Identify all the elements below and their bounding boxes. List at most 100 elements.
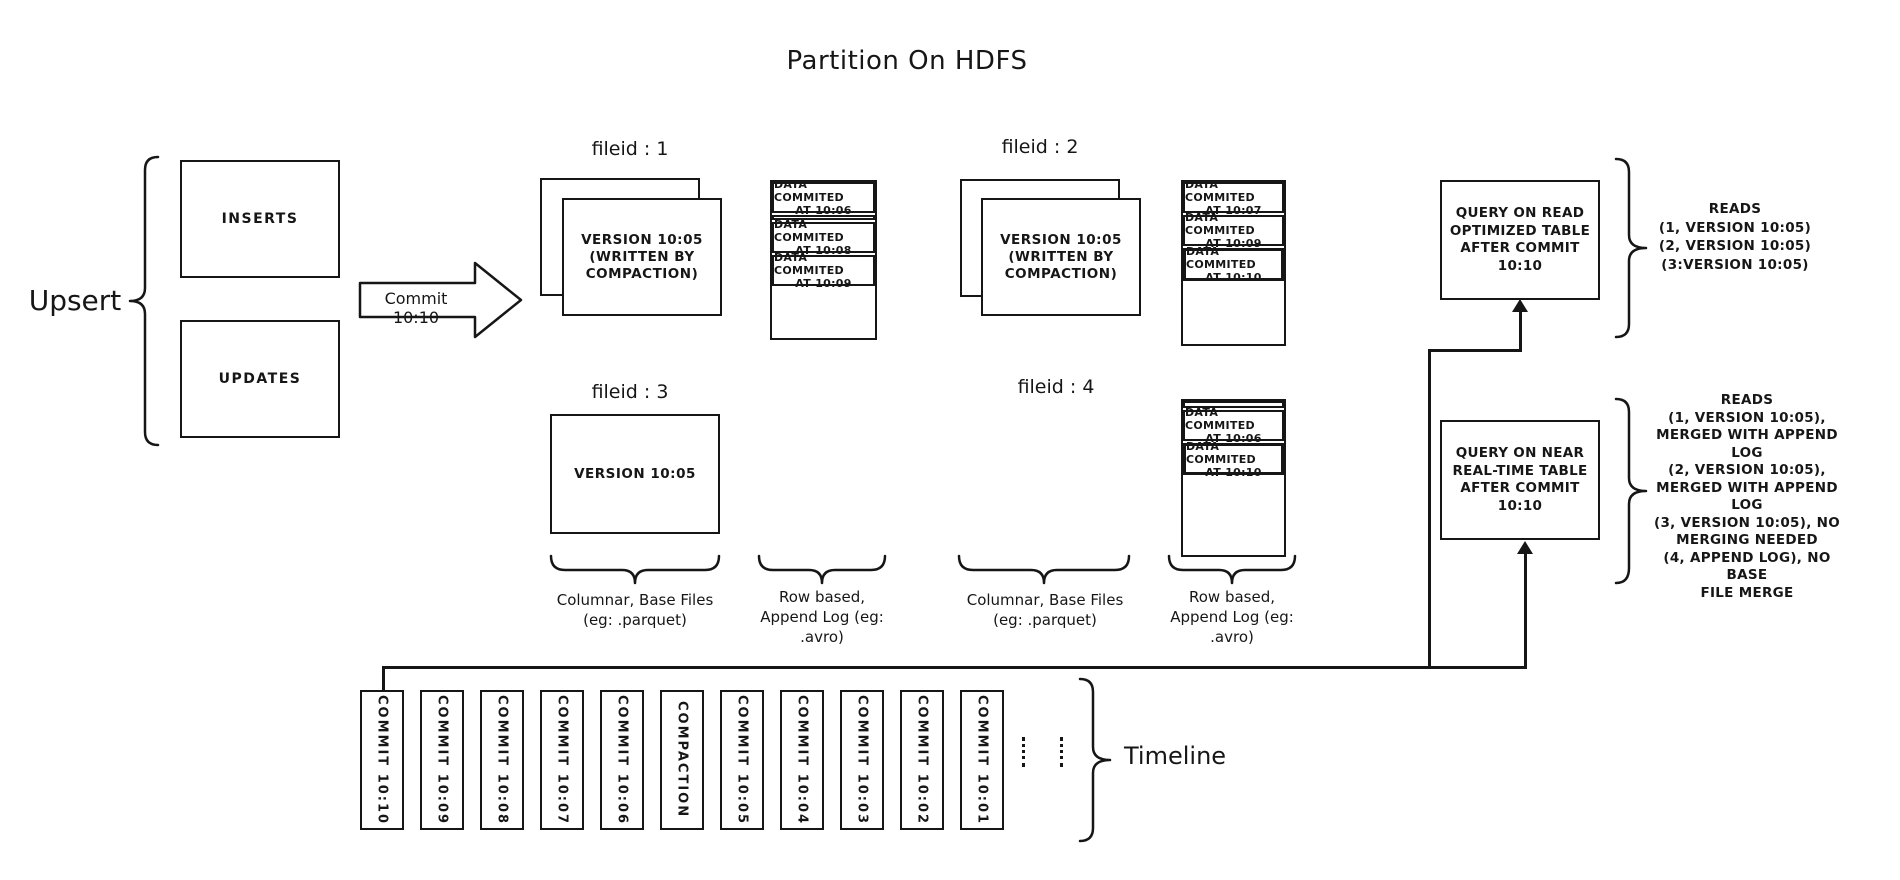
log-cell: DATA COMMITED AT 10:06 xyxy=(1183,406,1284,445)
ellipsis-dots-icon xyxy=(1060,737,1063,767)
log-cell-text: AT 10:08 xyxy=(795,244,852,257)
timeline-compaction-label: COMPACTION xyxy=(674,701,690,819)
caption-line: Row based, xyxy=(778,588,865,606)
reads-line: (4, APPEND LOG), NO BASE xyxy=(1663,549,1831,584)
reads-near-real-time-annotation: READS (1, VERSION 10:05), MERGED WITH AP… xyxy=(1642,392,1852,602)
append-log-caption: Row based, Append Log (eg: .avro) xyxy=(1142,587,1322,647)
query-box-line: AFTER COMMIT xyxy=(1460,240,1580,256)
connector-line xyxy=(1524,552,1527,669)
timeline-commit-box: COMMIT 10:10 xyxy=(360,690,404,830)
timeline-commit-label: COMMIT 10:02 xyxy=(914,694,930,826)
file1-text-line: VERSION 10:05 xyxy=(581,231,703,248)
file1-base-file-box: VERSION 10:05 (WRITTEN BY COMPACTION) xyxy=(562,198,722,316)
arrow-up-icon xyxy=(1517,541,1533,554)
underbrace-icon xyxy=(549,554,721,585)
query-read-optimized-box: QUERY ON READ OPTIMIZED TABLE AFTER COMM… xyxy=(1440,180,1600,300)
timeline-curly-brace-icon xyxy=(1078,677,1112,843)
updates-box: UPDATES xyxy=(180,320,340,438)
updates-label: UPDATES xyxy=(218,371,302,387)
file1-append-log-box: DATA COMMITED AT 10:06 DATA COMMITED AT … xyxy=(770,178,877,340)
connector-line xyxy=(382,666,385,692)
caption-line: Append Log (eg: xyxy=(760,608,884,626)
timeline-commit-box: COMMIT 10:05 xyxy=(720,690,764,830)
caption-line: (eg: .parquet) xyxy=(583,611,687,629)
reads-line: MERGED WITH APPEND LOG xyxy=(1656,479,1838,514)
caption-line: Append Log (eg: xyxy=(1170,608,1294,626)
log-cell-text: AT 10:06 xyxy=(795,204,852,217)
query-box-line: OPTIMIZED TABLE xyxy=(1449,222,1591,239)
append-log-caption: Row based, Append Log (eg: .avro) xyxy=(732,587,912,647)
timeline-commit-box: COMMIT 10:02 xyxy=(900,690,944,830)
timeline-commit-label: COMMIT 10:03 xyxy=(854,694,870,826)
connector-line xyxy=(1519,310,1522,352)
log-cell: DATA COMMITED AT 10:08 xyxy=(772,218,875,257)
file2-text-line: VERSION 10:05 xyxy=(1000,231,1122,248)
query-box-line: QUERY ON READ xyxy=(1455,205,1585,221)
inserts-label: INSERTS xyxy=(221,211,299,227)
timeline-commit-box: COMMIT 10:01 xyxy=(960,690,1004,830)
file2-append-log-box: DATA COMMITED AT 10:07 DATA COMMITED AT … xyxy=(1181,178,1286,346)
fileid-1-label: fileid : 1 xyxy=(591,138,669,160)
timeline-commit-label: COMMIT 10:04 xyxy=(794,694,810,826)
underbrace-icon xyxy=(957,554,1131,585)
fileid-2-label: fileid : 2 xyxy=(1001,136,1079,158)
underbrace-icon xyxy=(1167,554,1297,585)
commit-arrow-label: Commit 10:10 xyxy=(384,289,448,327)
reads-line: (2, VERSION 10:05), xyxy=(1668,462,1826,478)
reads-optimized-annotation: READS (1, VERSION 10:05) (2, VERSION 10:… xyxy=(1635,200,1835,274)
timeline-commit-label: COMMIT 10:10 xyxy=(374,694,390,826)
timeline-compaction-box: COMPACTION xyxy=(660,690,704,830)
log-cell: DATA COMMITED AT 10:10 xyxy=(1183,245,1284,284)
reads-line: (1, VERSION 10:05), xyxy=(1668,409,1826,426)
caption-line: Columnar, Base Files xyxy=(556,591,714,609)
log-cell-text: DATA COMMITED xyxy=(774,178,844,204)
caption-line: .avro) xyxy=(1210,628,1254,646)
log-divider-strip xyxy=(1183,401,1284,408)
upsert-label: Upsert xyxy=(28,284,122,317)
reads-line: MERGED WITH APPEND LOG xyxy=(1656,427,1838,461)
reads-line: FILE MERGE xyxy=(1700,584,1794,601)
log-cell: DATA COMMITED AT 10:09 xyxy=(772,251,875,290)
query-box-line: QUERY ON NEAR xyxy=(1455,445,1585,461)
file1-text-line: COMPACTION) xyxy=(585,265,699,282)
log-cell-text: DATA COMMITED xyxy=(1186,439,1256,466)
log-cell-text: AT 10:10 xyxy=(1205,271,1262,284)
timeline-commit-box: COMMIT 10:06 xyxy=(600,690,644,830)
reads-line: (3, VERSION 10:05), NO xyxy=(1653,514,1841,531)
log-cell: DATA COMMITED AT 10:07 xyxy=(1183,178,1284,217)
file2-base-file-box: VERSION 10:05 (WRITTEN BY COMPACTION) xyxy=(981,198,1141,316)
query-near-real-time-box: QUERY ON NEAR REAL-TIME TABLE AFTER COMM… xyxy=(1440,420,1600,540)
timeline-commit-box: COMMIT 10:04 xyxy=(780,690,824,830)
reads-line: READS xyxy=(1720,392,1774,408)
reads-line: (2, VERSION 10:05) xyxy=(1658,238,1812,254)
query-box-line: 10:10 xyxy=(1497,257,1543,274)
timeline-commit-label: COMMIT 10:07 xyxy=(554,694,570,826)
connector-line xyxy=(382,666,1527,669)
reads-line: READS xyxy=(1708,201,1762,217)
underbrace-icon xyxy=(757,554,887,585)
timeline-commit-label: COMMIT 10:09 xyxy=(434,694,450,826)
timeline-commit-box: COMMIT 10:08 xyxy=(480,690,524,830)
base-files-caption: Columnar, Base Files (eg: .parquet) xyxy=(950,590,1140,630)
reads-line: (3:VERSION 10:05) xyxy=(1661,256,1809,273)
log-cell-text: DATA COMMITED xyxy=(1185,406,1255,432)
file2-text-line: COMPACTION) xyxy=(1004,265,1118,282)
ellipsis-dots-icon xyxy=(1022,737,1025,767)
page-title: Partition On HDFS xyxy=(786,46,1028,76)
timeline-commit-box: COMMIT 10:07 xyxy=(540,690,584,830)
reads-line: MERGING NEEDED xyxy=(1676,532,1818,548)
inserts-box: INSERTS xyxy=(180,160,340,278)
file3-base-file-box: VERSION 10:05 xyxy=(550,414,720,534)
fileid-3-label: fileid : 3 xyxy=(591,381,669,403)
log-divider-strip xyxy=(772,215,875,220)
log-cell: DATA COMMITED AT 10:06 xyxy=(772,178,875,217)
timeline-commit-label: COMMIT 10:05 xyxy=(734,694,750,826)
query-box-line: AFTER COMMIT xyxy=(1460,480,1580,496)
log-cell: DATA COMMITED AT 10:10 xyxy=(1183,439,1284,479)
connector-line xyxy=(1428,349,1431,669)
file2-text-line: (WRITTEN BY xyxy=(1008,248,1114,265)
fileid-4-label: fileid : 4 xyxy=(1017,376,1095,398)
arrow-up-icon xyxy=(1512,299,1528,312)
timeline-commit-label: COMMIT 10:06 xyxy=(614,694,630,826)
query-box-line: 10:10 xyxy=(1497,497,1543,514)
